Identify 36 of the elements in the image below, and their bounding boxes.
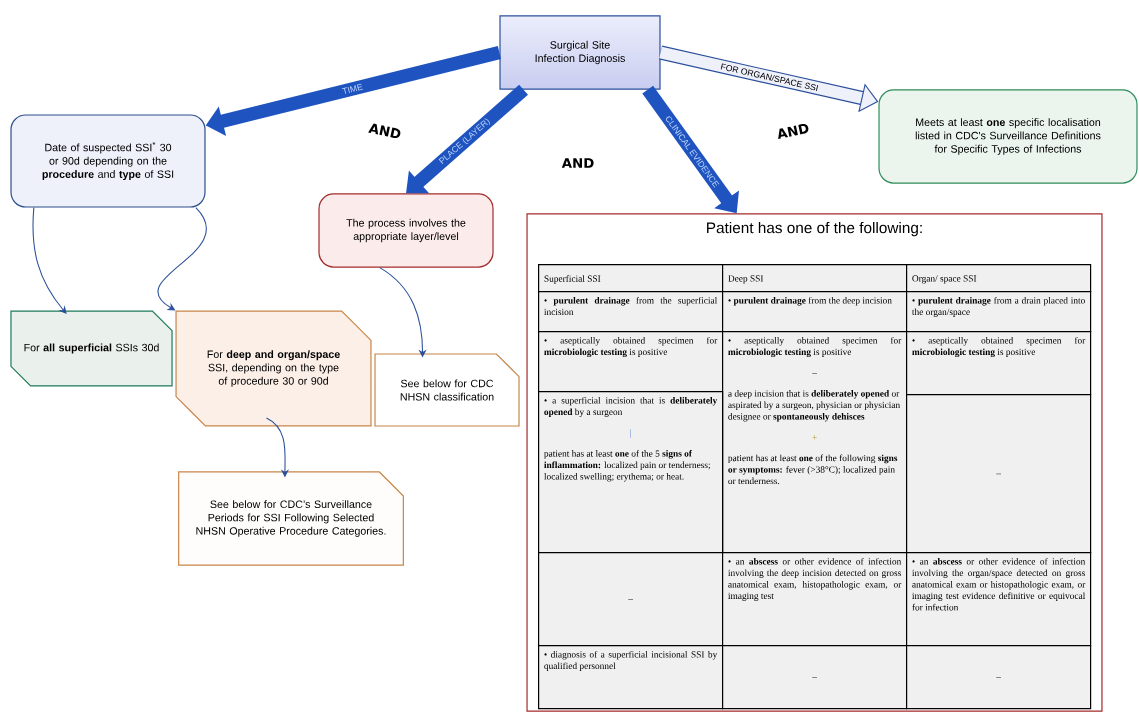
hexagon-box: For all superficial SSIs 30d (10, 310, 173, 387)
label: • aseptically obtained specimen for microbiologic testing is positive (728, 336, 902, 358)
label: | (630, 429, 631, 438)
arrow (157, 207, 207, 311)
rounded-box: The process involves the appropriate layer/level (318, 193, 494, 268)
table-cell: • an abscess or other evidence of infection involving the deep incision detected on gross anatomical exam, histopathologic exam, or imaging test (722, 552, 908, 647)
table-cell: • an abscess or other evidence of infection involving the organ/space detected on gross anatomical exam or histopathologic exam, or imaging test evidence definitive or equivocal for infection (906, 552, 1092, 647)
table-cell: – (538, 552, 724, 647)
label: patient has at least one of the 5 signs of inflammation: localized pain or tenderness; localized swelling; erythema; or heat. (544, 450, 710, 482)
rounded-box: Date of suspected SSI$^{*}$ 30 or 90d depending on the procedure and type of SSI (10, 114, 206, 208)
table-cell: • purulent drainage from a drain placed into the organ/space (906, 291, 1092, 333)
table-cell: – (722, 645, 908, 710)
card-box: See below for CDC’s Surveillance Periods for SSI Following Selected NHSN Operative Procedure Categories. (178, 471, 404, 566)
title-box: Surgical Site Infection Diagnosis (499, 15, 661, 90)
arrow (406, 84, 528, 194)
label: + (812, 435, 817, 440)
rounded-box: Meets at least one specific localisation listed in CDC's Surveillance Definitions for Specific Types of Infections (878, 89, 1138, 184)
card-box: See below for CDC NHSN classification (374, 353, 520, 427)
logic-label: AND (561, 158, 594, 168)
logic-label: AND (778, 123, 809, 140)
table-cell: Deep SSI (722, 264, 908, 293)
table-cell: – (906, 645, 1092, 710)
hexagon-box: For deep and organ/space SSI, depending on the type of procedure 30 or 90d (175, 310, 372, 427)
logic-label: AND (368, 123, 401, 138)
edge-label: TIME (340, 82, 365, 96)
label: • a superficial incision that is deliberately opened by a surgeon (544, 396, 718, 417)
table-cell: • diagnosis of a superficial incisional SSI by qualified personnel (538, 645, 724, 710)
table-cell: • aseptically obtained specimen for microbiologic testing is positive (906, 331, 1092, 396)
table-cell: Superficial SSI (538, 264, 724, 293)
table-cell: • purulent drainage from the superficial incision (538, 291, 724, 333)
table-cell: Organ/ space SSI (906, 264, 1092, 293)
label: patient has at least one of the following signs or symptoms: fever (>38°C); localized pain or tenderness. (728, 454, 898, 485)
table-cell: • purulent drainage from the deep incision (722, 291, 908, 333)
label: – (812, 373, 817, 374)
label: a deep incision that is deliberately opened or aspirated by a surgeon, physician or physician designee or spontaneously dehisces (728, 390, 900, 422)
table-cell: • aseptically obtained specimen for microbiologic testing is positive (538, 331, 724, 393)
